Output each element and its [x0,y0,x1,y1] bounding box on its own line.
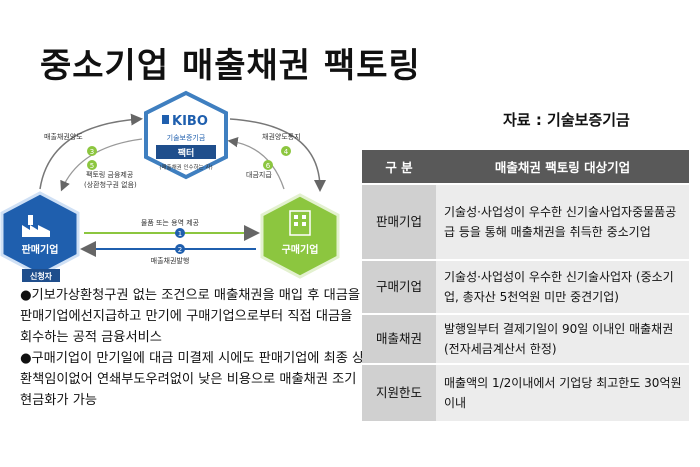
factor-label: 팩터 [178,147,195,159]
row-label: 지원한도 [362,364,436,423]
page-title: 중소기업 매출채권 팩토링 [40,46,421,86]
seller-node: 판매기업 신청자 [0,191,80,282]
row-text: 기술성·사업성이 우수한 신기술사업자중물품공급 등을 통해 매출채권을 취득한… [436,184,689,261]
factoring-diagram: KIBO 기술보증기금 팩터 (매출채권 인수하는 자) 판매기업 신청자 구매… [0,90,340,282]
factor-sub-label: (매출채권 인수하는 자) [159,163,212,171]
table-row: 판매기업 기술성·사업성이 우수한 신기술사업자중물품공급 등을 통해 매출채권… [362,184,689,261]
step3-number: 3 [90,148,94,156]
eligibility-table: 구 분 매출채권 팩토링 대상기업 판매기업 기술성·사업성이 우수한 신기술사… [362,150,689,423]
buyer-node: 구매기업 [260,193,340,279]
factory-icon [22,215,50,237]
factor-label-bg [156,145,216,159]
applicant-badge-bg [22,269,60,282]
bullet-1: ●기보가상환청구권 없는 조건으로 매출채권을 매입 후 대금을 판매기업에선지… [20,288,360,345]
row-text: 기술성·사업성이 우수한 신기술사업자 (중소기업, 총자산 5천억원 미만 중… [436,260,689,315]
description-bullets: ●기보가상환청구권 없는 조건으로 매출채권을 매입 후 대금을 판매기업에선지… [20,285,365,411]
step5-label: 팩토링 금융제공 [86,170,134,179]
row-label: 판매기업 [362,184,436,261]
table-row: 지원한도 매출액의 1/2이내에서 기업당 최고한도 30억원 이내 [362,364,689,423]
table-header-row: 구 분 매출채권 팩토링 대상기업 [362,150,689,185]
step1-badge [175,228,185,238]
table-row: 매출채권 발행일부터 결제기일이 90일 이내인 매출채권 (전자세금계산서 한… [362,314,689,365]
step5-number: 5 [90,162,94,170]
step4-label: 채권양도통지 [262,132,301,141]
arrow-assign [39,113,143,190]
step1-number: 1 [178,230,182,238]
row-label: 매출채권 [362,314,436,365]
row-text: 매출액의 1/2이내에서 기업당 최고한도 30억원 이내 [436,364,689,423]
building-icon [289,210,311,236]
table-row: 구매기업 기술성·사업성이 우수한 신기술사업자 (중소기업, 총자산 5천억원… [362,260,689,315]
kibo-mark-icon [162,115,169,124]
step1-label: 물품 또는 용역 제공 [141,218,200,227]
kibo-node: KIBO 기술보증기금 팩터 (매출채권 인수하는 자) [144,90,228,180]
step3-badge [87,146,97,156]
seller-label: 판매기업 [22,243,59,256]
step2-label: 매출채권발행 [151,256,190,265]
step6-label: 대금지급 [246,170,272,179]
step2-badge [175,244,185,254]
kibo-name: 기술보증기금 [167,133,206,142]
row-label: 구매기업 [362,260,436,315]
step3-label: 매출채권양도 [44,132,83,141]
bullet-2: ●구매기업이 만기일에 대금 미결제 시에도 판매기업에 최종 상환책임이없어 … [20,351,365,408]
arrow-notice [229,118,326,192]
table-header-target: 매출채권 팩토링 대상기업 [436,150,689,185]
step5-sub-label: (상환청구권 없음) [84,180,137,189]
kibo-logo-text: KIBO [172,114,208,129]
arrow-payment [227,137,285,190]
step4-badge [281,146,291,156]
step2-number: 2 [178,246,182,254]
row-text: 발행일부터 결제기일이 90일 이내인 매출채권 (전자세금계산서 한정) [436,314,689,365]
step6-number: 6 [266,162,271,170]
step6-badge [263,160,273,170]
table-header-category: 구 분 [362,150,436,185]
applicant-badge: 신청자 [30,271,53,281]
source-label: 자료 : 기술보증기금 [503,111,630,129]
step4-number: 4 [284,148,289,156]
step5-badge [87,160,97,170]
buyer-label: 구매기업 [282,243,319,256]
